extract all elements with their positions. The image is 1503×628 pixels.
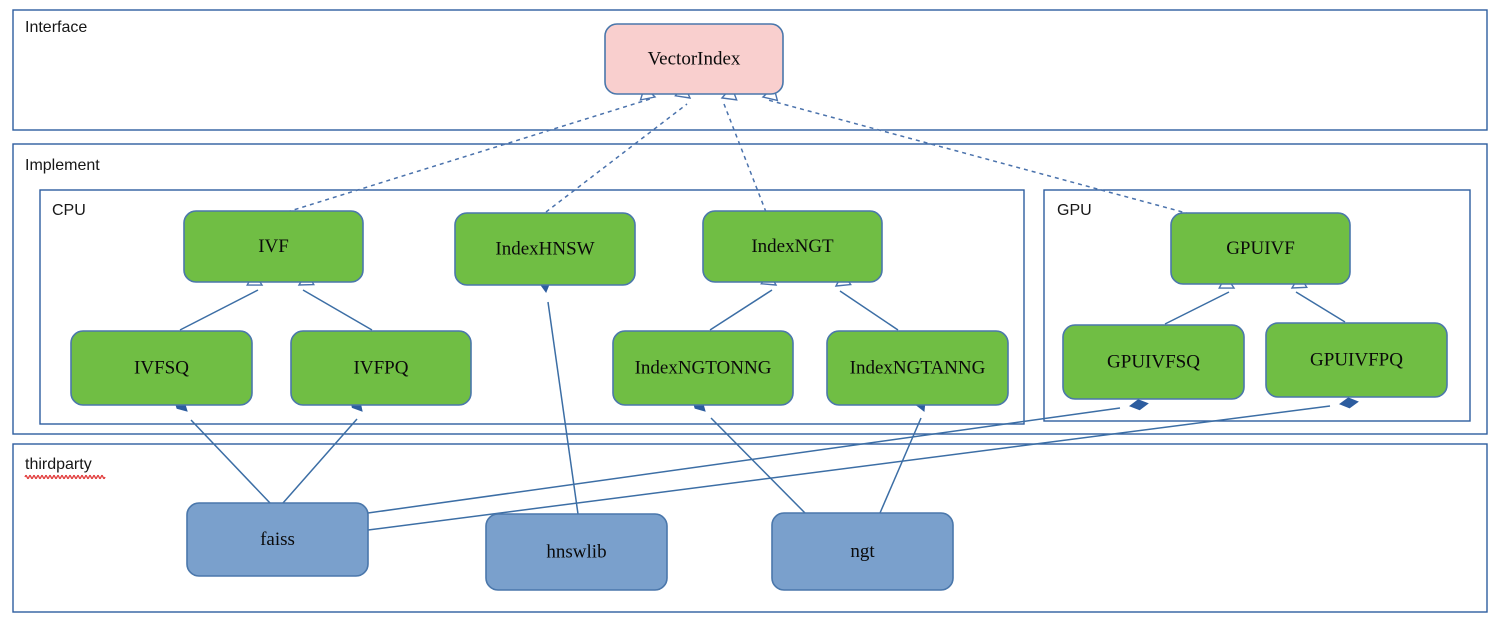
edge-indexngt-realizes-vectorindex bbox=[720, 85, 767, 213]
node-box-indexngt[interactable] bbox=[702, 210, 883, 283]
node-box-ivfsq[interactable] bbox=[70, 330, 253, 406]
node-label-vectorindex: VectorIndex bbox=[648, 48, 741, 69]
edge-line-indexngtonng-extends-indexngt bbox=[709, 289, 773, 331]
node-box-hnswlib[interactable] bbox=[485, 513, 668, 591]
edge-gpuivf-realizes-vectorindex bbox=[761, 85, 1191, 215]
class-node-indexngt[interactable]: IndexNGT bbox=[702, 210, 883, 283]
node-label-gpuivf: GPUIVF bbox=[1226, 238, 1295, 259]
node-label-hnswlib: hnswlib bbox=[546, 541, 606, 562]
node-label-gpuivfpq: GPUIVFPQ bbox=[1310, 349, 1403, 370]
edge-line-faiss-composes-gpuivfpq bbox=[367, 405, 1331, 531]
package-label-implement: Implement bbox=[25, 157, 100, 174]
edge-faiss-composes-ivfpq bbox=[282, 396, 363, 504]
edge-line-ivf-realizes-vectorindex bbox=[286, 98, 651, 213]
edge-faiss-composes-ivfsq bbox=[173, 397, 271, 504]
spellcheck-underline-thirdparty bbox=[24, 474, 106, 480]
class-node-ivfsq[interactable]: IVFSQ bbox=[70, 330, 253, 406]
node-label-indexngtanng: IndexNGTANNG bbox=[850, 357, 986, 378]
edge-ngt-composes-indexngtanng bbox=[879, 393, 926, 514]
class-node-indexngtanng[interactable]: IndexNGTANNG bbox=[826, 330, 1009, 406]
class-node-gpuivfpq[interactable]: GPUIVFPQ bbox=[1265, 322, 1448, 398]
edge-line-gpuivfpq-extends-gpuivf bbox=[1295, 291, 1346, 323]
composition-diamond-head bbox=[1128, 399, 1149, 411]
package-border-thirdparty bbox=[12, 443, 1488, 613]
composition-diamond-head bbox=[1338, 397, 1359, 409]
package-label-interface: Interface bbox=[25, 19, 87, 36]
package-border-interface bbox=[12, 9, 1488, 131]
package-border-gpu bbox=[1043, 189, 1471, 422]
node-box-indexngtonng[interactable] bbox=[612, 330, 794, 406]
package-cpu: CPU bbox=[39, 189, 1025, 425]
edge-faiss-composes-gpuivfsq bbox=[367, 399, 1149, 514]
edge-line-ngt-composes-indexngtonng bbox=[710, 417, 806, 514]
node-label-ivfsq: IVFSQ bbox=[134, 357, 189, 378]
class-node-vectorindex[interactable]: VectorIndex bbox=[604, 23, 784, 95]
package-border-cpu bbox=[39, 189, 1025, 425]
class-node-hnswlib[interactable]: hnswlib bbox=[485, 513, 668, 591]
edge-line-ivfpq-extends-ivf bbox=[302, 289, 373, 331]
node-label-ivfpq: IVFPQ bbox=[354, 357, 409, 378]
edge-line-indexhnsw-realizes-vectorindex bbox=[545, 103, 688, 213]
node-box-gpuivfsq[interactable] bbox=[1062, 324, 1245, 400]
class-node-indexngtonng[interactable]: IndexNGTONNG bbox=[612, 330, 794, 406]
edge-line-gpuivf-realizes-vectorindex bbox=[767, 99, 1191, 215]
edge-line-ivfsq-extends-ivf bbox=[179, 289, 259, 331]
class-node-ivfpq[interactable]: IVFPQ bbox=[290, 330, 472, 406]
package-border-implement bbox=[12, 143, 1488, 435]
class-node-ivf[interactable]: IVF bbox=[183, 210, 364, 283]
node-label-indexngt: IndexNGT bbox=[751, 236, 834, 257]
package-implement: Implement bbox=[12, 143, 1488, 435]
node-box-ivf[interactable] bbox=[183, 210, 364, 283]
class-node-gpuivfsq[interactable]: GPUIVFSQ bbox=[1062, 324, 1245, 400]
package-gpu: GPU bbox=[1043, 189, 1471, 422]
edge-line-faiss-composes-ivfpq bbox=[282, 418, 358, 504]
class-node-gpuivf[interactable]: GPUIVF bbox=[1170, 212, 1351, 285]
node-label-ngt: ngt bbox=[850, 541, 875, 562]
edge-line-gpuivfsq-extends-gpuivf bbox=[1164, 291, 1230, 325]
edge-ivf-realizes-vectorindex bbox=[286, 85, 657, 213]
node-box-vectorindex[interactable] bbox=[604, 23, 784, 95]
edge-line-hnswlib-composes-indexhnsw bbox=[547, 301, 579, 515]
relationship-edges bbox=[173, 83, 1359, 531]
node-label-indexhnsw: IndexHNSW bbox=[495, 238, 594, 259]
node-box-ngt[interactable] bbox=[771, 512, 954, 591]
package-thirdparty: thirdparty bbox=[12, 443, 1488, 613]
class-node-indexhnsw[interactable]: IndexHNSW bbox=[454, 212, 636, 286]
node-label-gpuivfsq: GPUIVFSQ bbox=[1107, 351, 1200, 372]
node-box-gpuivfpq[interactable] bbox=[1265, 322, 1448, 398]
node-label-ivf: IVF bbox=[258, 236, 289, 257]
node-box-gpuivf[interactable] bbox=[1170, 212, 1351, 285]
package-label-cpu: CPU bbox=[52, 202, 86, 219]
class-node-ngt[interactable]: ngt bbox=[771, 512, 954, 591]
edge-line-faiss-composes-ivfsq bbox=[190, 419, 271, 504]
edge-line-indexngtanng-extends-indexngt bbox=[839, 290, 899, 331]
package-label-gpu: GPU bbox=[1057, 202, 1092, 219]
class-node-faiss[interactable]: faiss bbox=[186, 502, 369, 577]
node-label-indexngtonng: IndexNGTONNG bbox=[635, 357, 772, 378]
edge-line-indexngt-realizes-vectorindex bbox=[723, 103, 767, 213]
edge-indexhnsw-realizes-vectorindex bbox=[545, 83, 692, 213]
node-box-indexhnsw[interactable] bbox=[454, 212, 636, 286]
node-box-faiss[interactable] bbox=[186, 502, 369, 577]
node-box-ivfpq[interactable] bbox=[290, 330, 472, 406]
edge-hnswlib-composes-indexhnsw bbox=[539, 273, 579, 515]
node-box-indexngtanng[interactable] bbox=[826, 330, 1009, 406]
edge-line-faiss-composes-gpuivfsq bbox=[367, 407, 1121, 514]
edge-faiss-composes-gpuivfpq bbox=[367, 397, 1359, 531]
package-interface: Interface bbox=[12, 9, 1488, 131]
edge-line-ngt-composes-indexngtanng bbox=[879, 417, 922, 514]
node-label-faiss: faiss bbox=[260, 529, 295, 550]
package-label-thirdparty: thirdparty bbox=[25, 456, 92, 473]
